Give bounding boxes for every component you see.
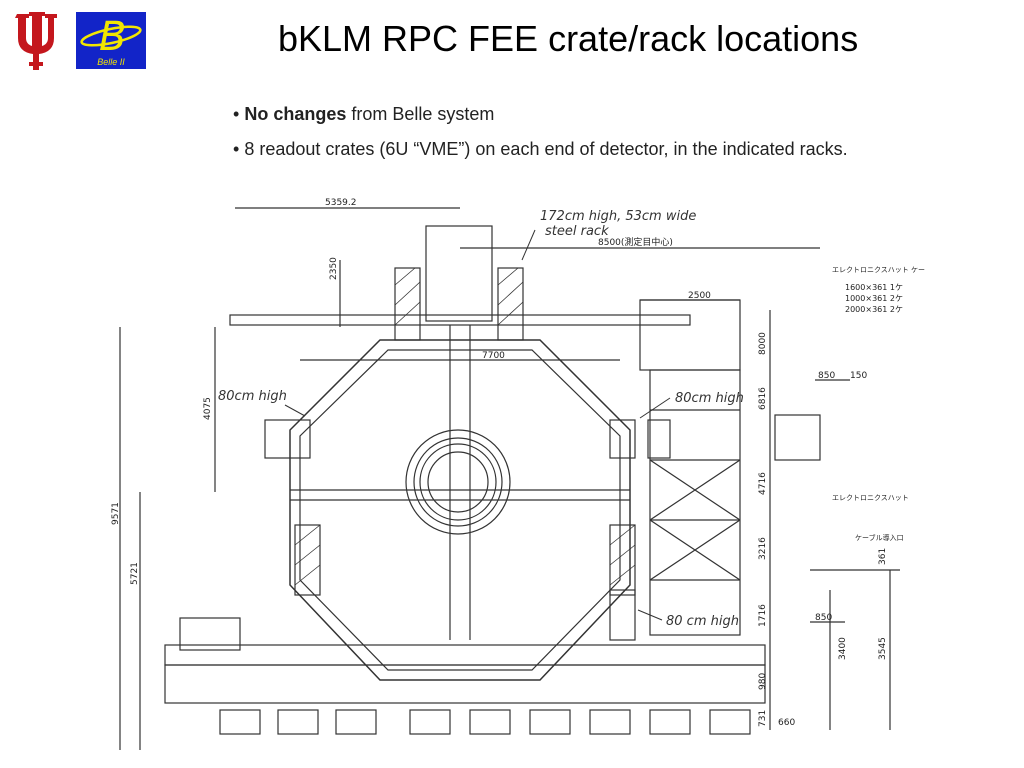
table-row: 2000×361 2ケ bbox=[845, 305, 903, 314]
bullet-list: • No changes from Belle system • 8 reado… bbox=[233, 104, 848, 174]
dim-3400: 3400 bbox=[838, 637, 848, 660]
dim-r2: 6816 bbox=[758, 387, 768, 410]
slide-title: bKLM RPC FEE crate/rack locations bbox=[278, 18, 859, 59]
bullet-text: 8 readout crates (6U “VME”) on each end … bbox=[244, 139, 848, 159]
table-row: 1000×361 2ケ bbox=[845, 294, 903, 303]
lower-table-label: エレクトロニクスハット bbox=[832, 494, 909, 502]
dim-361: 361 bbox=[878, 548, 888, 565]
dim-r3: 4716 bbox=[758, 472, 768, 495]
bullet-marker: • bbox=[233, 104, 240, 124]
right-rack-lower bbox=[609, 589, 636, 641]
top-rack bbox=[425, 225, 493, 322]
table-row: 1600×361 1ケ bbox=[845, 283, 903, 292]
dim-850-bottom: 850 bbox=[815, 613, 832, 623]
dim-3545: 3545 bbox=[878, 637, 888, 660]
cable-entry-label: ケーブル導入口 bbox=[855, 533, 904, 542]
iu-trident-logo bbox=[12, 8, 62, 70]
rack-hatching bbox=[294, 267, 636, 586]
table-header: エレクトロニクスハット ケー bbox=[832, 266, 925, 274]
belle-logo: B Belle II bbox=[76, 12, 146, 69]
belle-ii-label: Belle II bbox=[97, 57, 125, 67]
bullet-marker: • bbox=[233, 139, 240, 159]
annotation-right-rack-upper: 80cm high bbox=[675, 391, 744, 406]
dim-150: 150 bbox=[850, 371, 867, 381]
bullet-text: from Belle system bbox=[346, 104, 495, 124]
dim-inner-width: 7700 bbox=[482, 351, 505, 361]
dim-r4: 3216 bbox=[758, 537, 768, 560]
dim-660: 660 bbox=[778, 718, 795, 728]
dim-lower-height: 5721 bbox=[130, 562, 140, 585]
dim-right-platform: 2500 bbox=[688, 291, 711, 301]
annotation-right-rack-lower: 80 cm high bbox=[666, 614, 739, 629]
right-rack-upper bbox=[609, 419, 636, 459]
svg-text:B: B bbox=[99, 14, 126, 58]
dim-top-width: 5359.2 bbox=[325, 198, 357, 208]
annotation-top-rack: 172cm high, 53cm wide bbox=[540, 209, 696, 224]
belle-b-logo: B bbox=[80, 14, 142, 60]
annotation-top-rack-2: steel rack bbox=[545, 224, 609, 239]
dim-left-height: 4075 bbox=[203, 397, 213, 420]
dim-r7: 731 bbox=[758, 710, 768, 727]
dim-top-height: 2350 bbox=[329, 257, 339, 280]
annotation-arrows bbox=[284, 229, 671, 621]
dim-r1: 8000 bbox=[758, 332, 768, 355]
left-rack bbox=[264, 419, 311, 459]
dim-r5: 1716 bbox=[758, 604, 768, 627]
bullet-item: • 8 readout crates (6U “VME”) on each en… bbox=[233, 139, 848, 160]
dim-850-top: 850 bbox=[818, 371, 835, 381]
dim-total-height: 9571 bbox=[111, 502, 121, 525]
annotation-left-rack: 80cm high bbox=[218, 389, 287, 404]
dim-overall-width: 8500(測定目中心) bbox=[598, 236, 673, 248]
bullet-bold-text: No changes bbox=[244, 104, 347, 124]
dim-r6: 980 bbox=[758, 673, 768, 690]
detector-drawing: 5359.2 8500(測定目中心) 2350 7700 4075 9571 5… bbox=[111, 198, 925, 750]
bullet-item: • No changes from Belle system bbox=[233, 104, 848, 125]
support-feet bbox=[219, 709, 751, 735]
